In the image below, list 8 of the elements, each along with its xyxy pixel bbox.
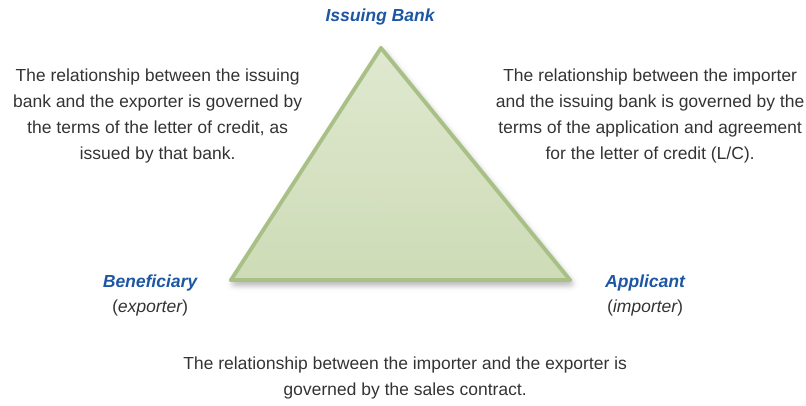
note-text: The relationship between the importer and the issuing bank is governed by the terms of the application and agreement for the letter of credit (L/C). <box>495 64 805 165</box>
note-text: The relationship between the importer and the exporter is governed by the sales contract. <box>182 352 628 401</box>
vertex-label: Applicant <box>604 270 686 293</box>
vertex-sublabel: (importer) <box>606 295 684 318</box>
vertex-sublabel: (exporter) <box>111 295 189 318</box>
vertex-label: Beneficiary <box>102 270 199 293</box>
vertex-label: Issuing Bank <box>324 4 436 27</box>
note-text: The relationship between the issuing bank and the exporter is governed by the terms of the letter of credit, as issued by that bank. <box>12 64 303 165</box>
